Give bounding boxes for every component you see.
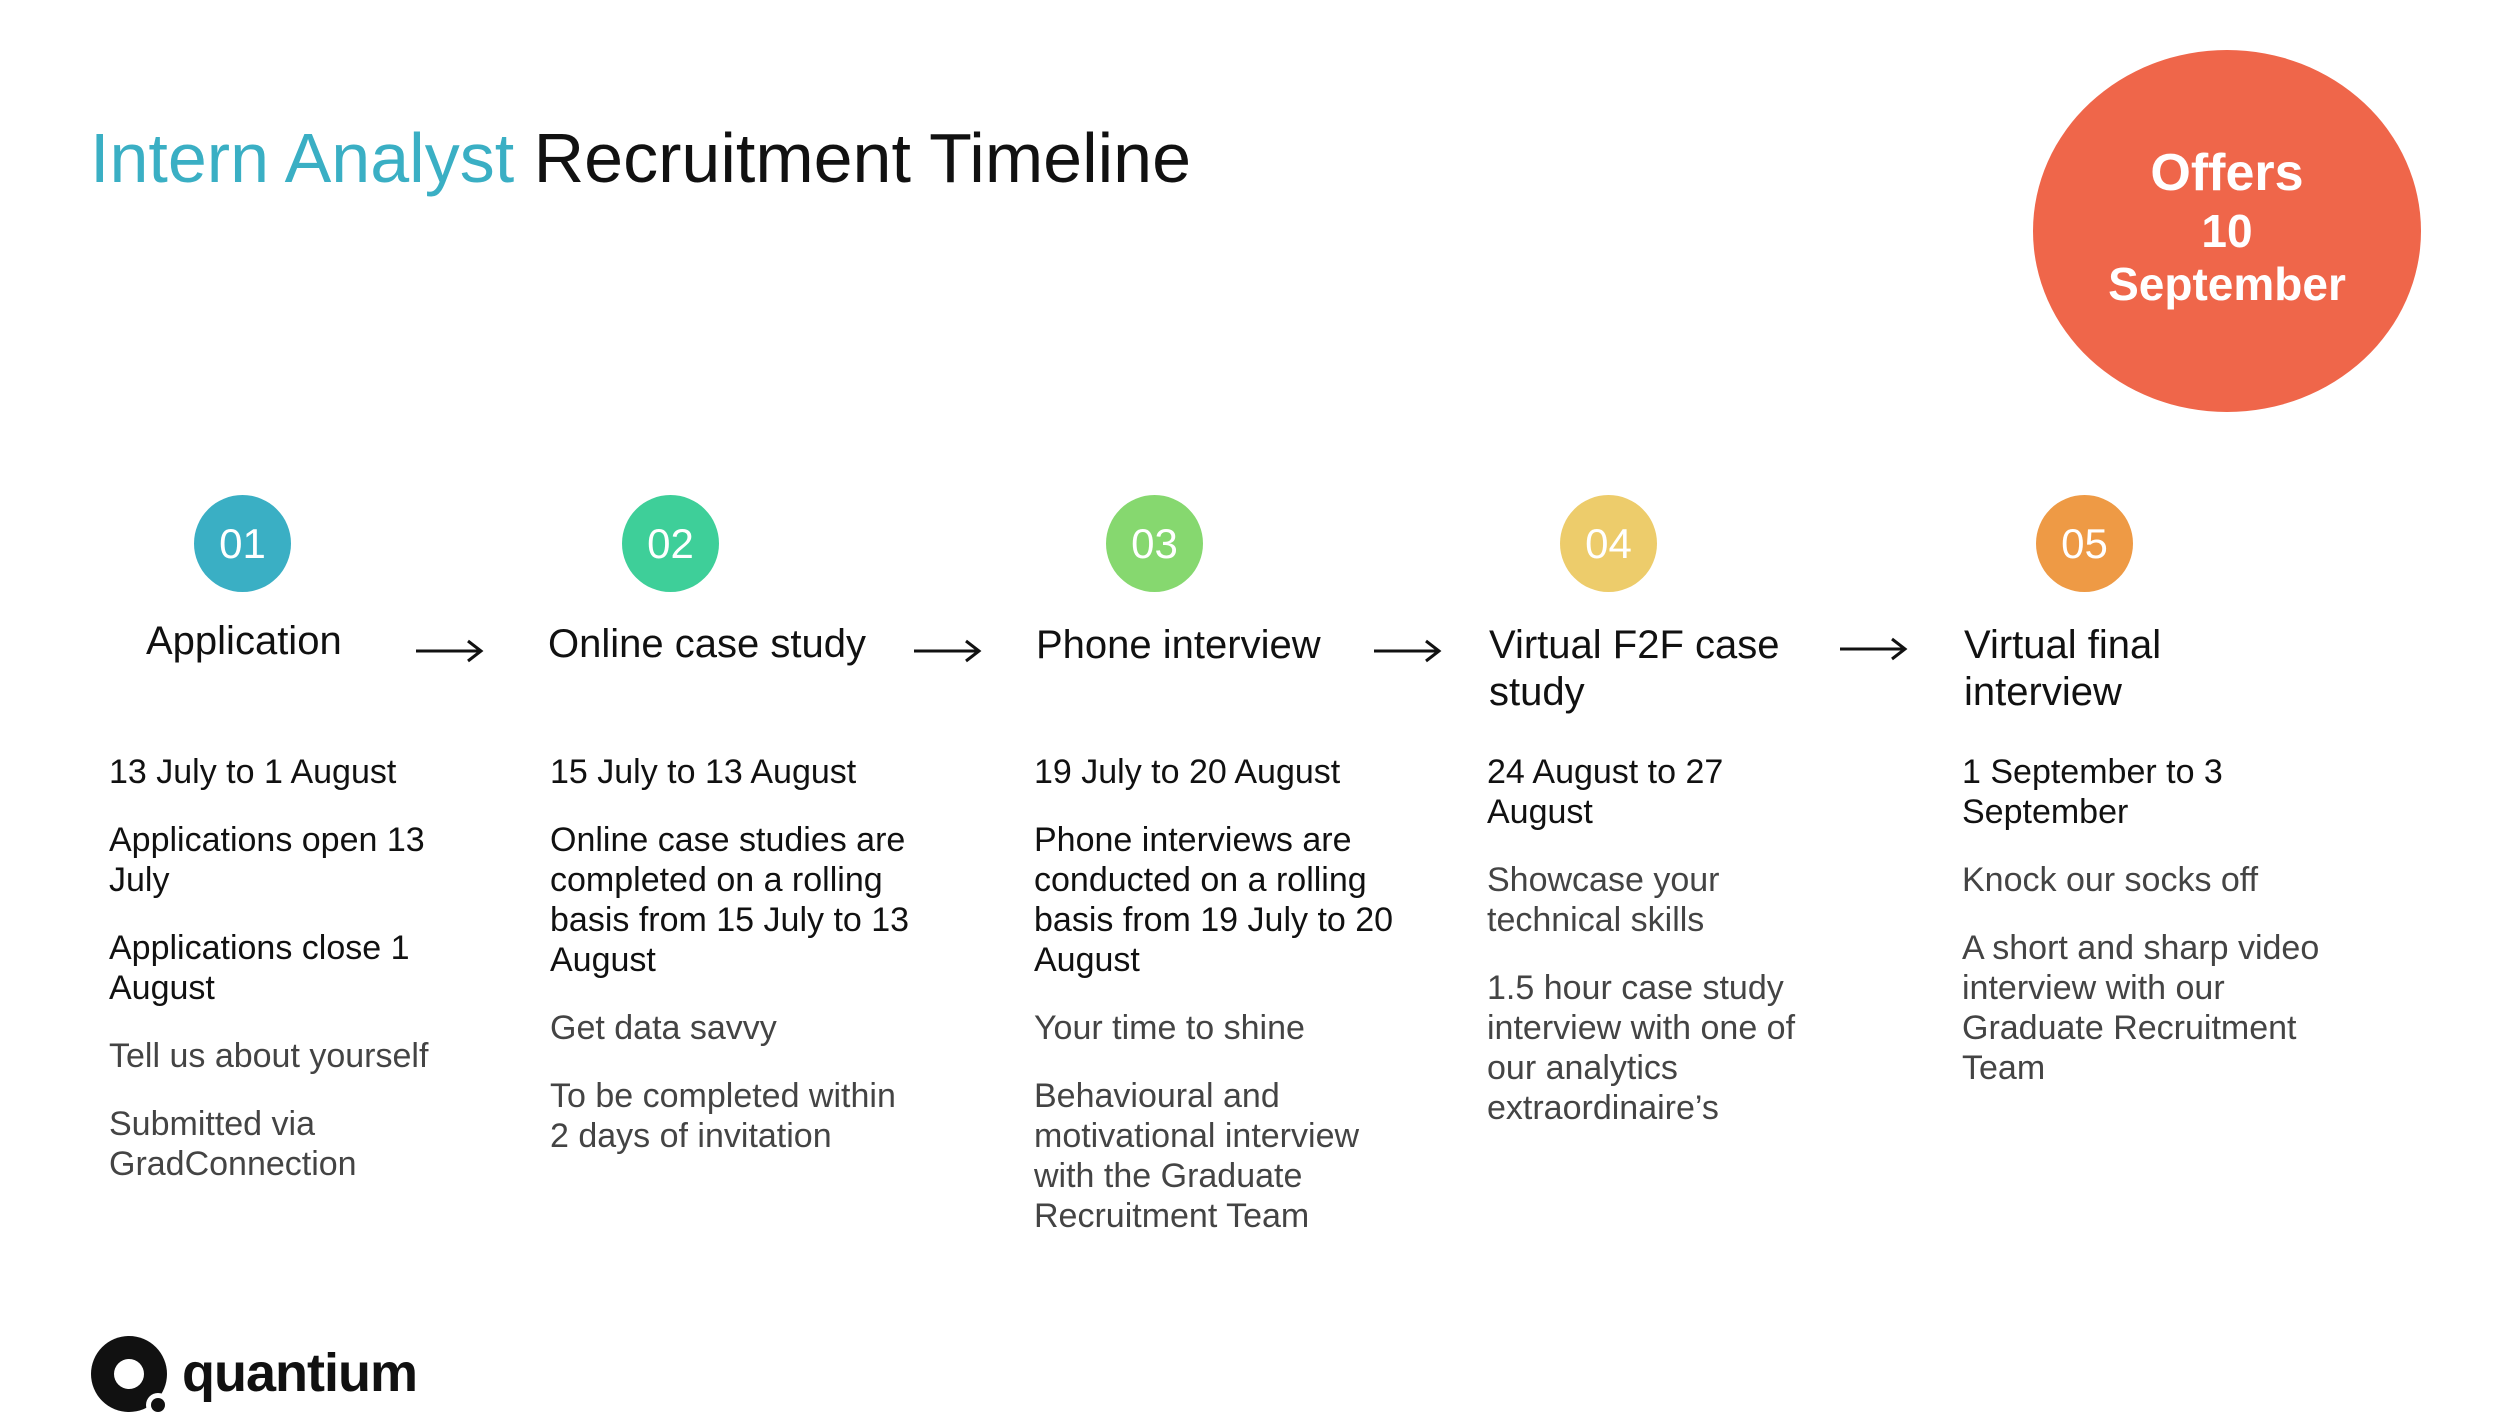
stage-5-badge: 05 <box>2036 495 2133 592</box>
stage-1-bold-item: Applications open 13 July <box>109 821 425 899</box>
offers-label: Offers <box>2150 144 2304 202</box>
page-title-accent: Intern Analyst <box>90 118 515 197</box>
stage-4-title: Virtual F2F case study <box>1489 623 1780 714</box>
stage-3-title: Phone interview <box>1036 623 1321 667</box>
logo-wordmark: quantium <box>182 1343 418 1403</box>
stage-2-title: Online case study <box>548 622 866 666</box>
offers-day: 10 <box>2201 205 2253 257</box>
stage-3-date: 19 July to 20 August <box>1034 753 1341 791</box>
stage-1-title: Application <box>146 619 342 663</box>
stage-2-date: 15 July to 13 August <box>550 753 857 791</box>
stage-4-badge: 04 <box>1560 495 1657 592</box>
stage-4-item: 1.5 hour case study interview with one o… <box>1487 969 1796 1127</box>
stage-1-item: Submitted via GradConnection <box>109 1105 357 1183</box>
offers-month: September <box>2108 258 2346 310</box>
quantium-logo-icon <box>91 1336 170 1417</box>
stage-1-details: 13 July to 1 August Applications open 13… <box>109 752 469 1212</box>
offers-circle: Offers 10 September <box>2033 50 2421 412</box>
stage-1-item: Tell us about yourself <box>109 1037 429 1075</box>
long-right-arrow-icon <box>1374 639 1442 663</box>
stage-1-date: 13 July to 1 August <box>109 753 397 791</box>
stage-5-title: Virtual final interview <box>1964 623 2162 714</box>
long-right-arrow-icon <box>1840 637 1908 661</box>
stage-4-details: 24 August to 27 August Showcase your tec… <box>1487 752 1817 1156</box>
stage-5-item: A short and sharp video interview with o… <box>1962 929 2320 1087</box>
long-right-arrow-icon <box>914 639 982 663</box>
stage-2-details: 15 July to 13 August Online case studies… <box>550 752 920 1184</box>
stage-1-badge: 01 <box>194 495 291 592</box>
stage-5-item: Knock our socks off <box>1962 861 2259 899</box>
stage-4-date: 24 August to 27 August <box>1487 753 1724 831</box>
stage-2-bold-item: Online case studies are completed on a r… <box>550 821 910 979</box>
stage-3-bold-item: Phone interviews are conducted on a roll… <box>1034 821 1394 979</box>
stage-5-details: 1 September to 3 September Knock our soc… <box>1962 752 2352 1116</box>
page-title-rest: Recruitment Timeline <box>514 118 1192 197</box>
stage-3-badge: 03 <box>1106 495 1203 592</box>
stage-2-item: Get data savvy <box>550 1009 777 1047</box>
stage-5-date: 1 September to 3 September <box>1962 753 2223 831</box>
stage-3-details: 19 July to 20 August Phone interviews ar… <box>1034 752 1394 1264</box>
stage-4-item: Showcase your technical skills <box>1487 861 1720 939</box>
stage-2-badge: 02 <box>622 495 719 592</box>
long-right-arrow-icon <box>416 639 484 663</box>
stage-3-item: Behavioural and motivational interview w… <box>1034 1077 1360 1235</box>
page-title: Intern Analyst Recruitment Timeline <box>90 113 1191 203</box>
stage-2-item: To be completed within 2 days of invitat… <box>550 1077 896 1155</box>
stage-3-item: Your time to shine <box>1034 1009 1305 1047</box>
stage-1-bold-item: Applications close 1 August <box>109 929 410 1007</box>
quantium-logo: quantium <box>90 1335 420 1417</box>
